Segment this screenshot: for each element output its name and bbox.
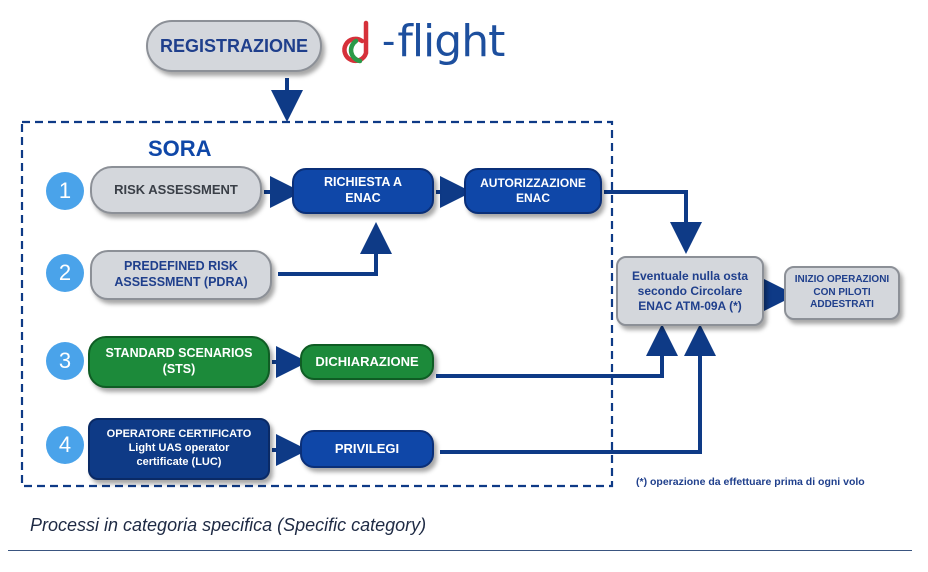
arrow-pdra-to-request bbox=[278, 222, 392, 276]
nulla-osta-box: Eventuale nulla osta secondo Circolare E… bbox=[616, 256, 764, 326]
logo-text: flight bbox=[397, 16, 505, 67]
caption-rule bbox=[8, 550, 912, 551]
sora-label: SORA bbox=[148, 136, 212, 161]
d-flight-logo: - flight bbox=[340, 16, 505, 67]
logo-dash: - bbox=[382, 19, 396, 63]
step-number-2: 2 bbox=[46, 254, 84, 292]
start-operations-box: INIZIO OPERAZIONI CON PILOTI ADDESTRATI bbox=[784, 266, 900, 320]
footnote: (*) operazione da effettuare prima di og… bbox=[636, 476, 865, 488]
arrow-auth-to-nullaosta bbox=[604, 190, 702, 254]
d-flight-mark-icon bbox=[342, 20, 369, 63]
authorization-enac-box: AUTORIZZAZIONE ENAC bbox=[464, 168, 602, 214]
privileges-box: PRIVILEGI bbox=[300, 430, 434, 468]
certified-operator-box: OPERATORE CERTIFICATO Light UAS operator… bbox=[88, 418, 270, 480]
arrow-privilegi-to-nullaosta bbox=[440, 324, 716, 454]
risk-assessment-box: RISK ASSESSMENT bbox=[90, 166, 262, 214]
step-number-4: 4 bbox=[46, 426, 84, 464]
declaration-box: DICHIARAZIONE bbox=[300, 344, 434, 380]
request-enac-box: RICHIESTA A ENAC bbox=[292, 168, 434, 214]
arrow-dichiarazione-to-nullaosta bbox=[436, 324, 678, 378]
figure-caption: Processi in categoria specifica (Specifi… bbox=[30, 515, 427, 535]
pdra-box: PREDEFINED RISK ASSESSMENT (PDRA) bbox=[90, 250, 272, 300]
sora-frame bbox=[20, 120, 614, 488]
sts-box: STANDARD SCENARIOS (STS) bbox=[88, 336, 270, 388]
registration-box: REGISTRAZIONE bbox=[146, 20, 322, 72]
step-number-1: 1 bbox=[46, 172, 84, 210]
step-number-3: 3 bbox=[46, 342, 84, 380]
